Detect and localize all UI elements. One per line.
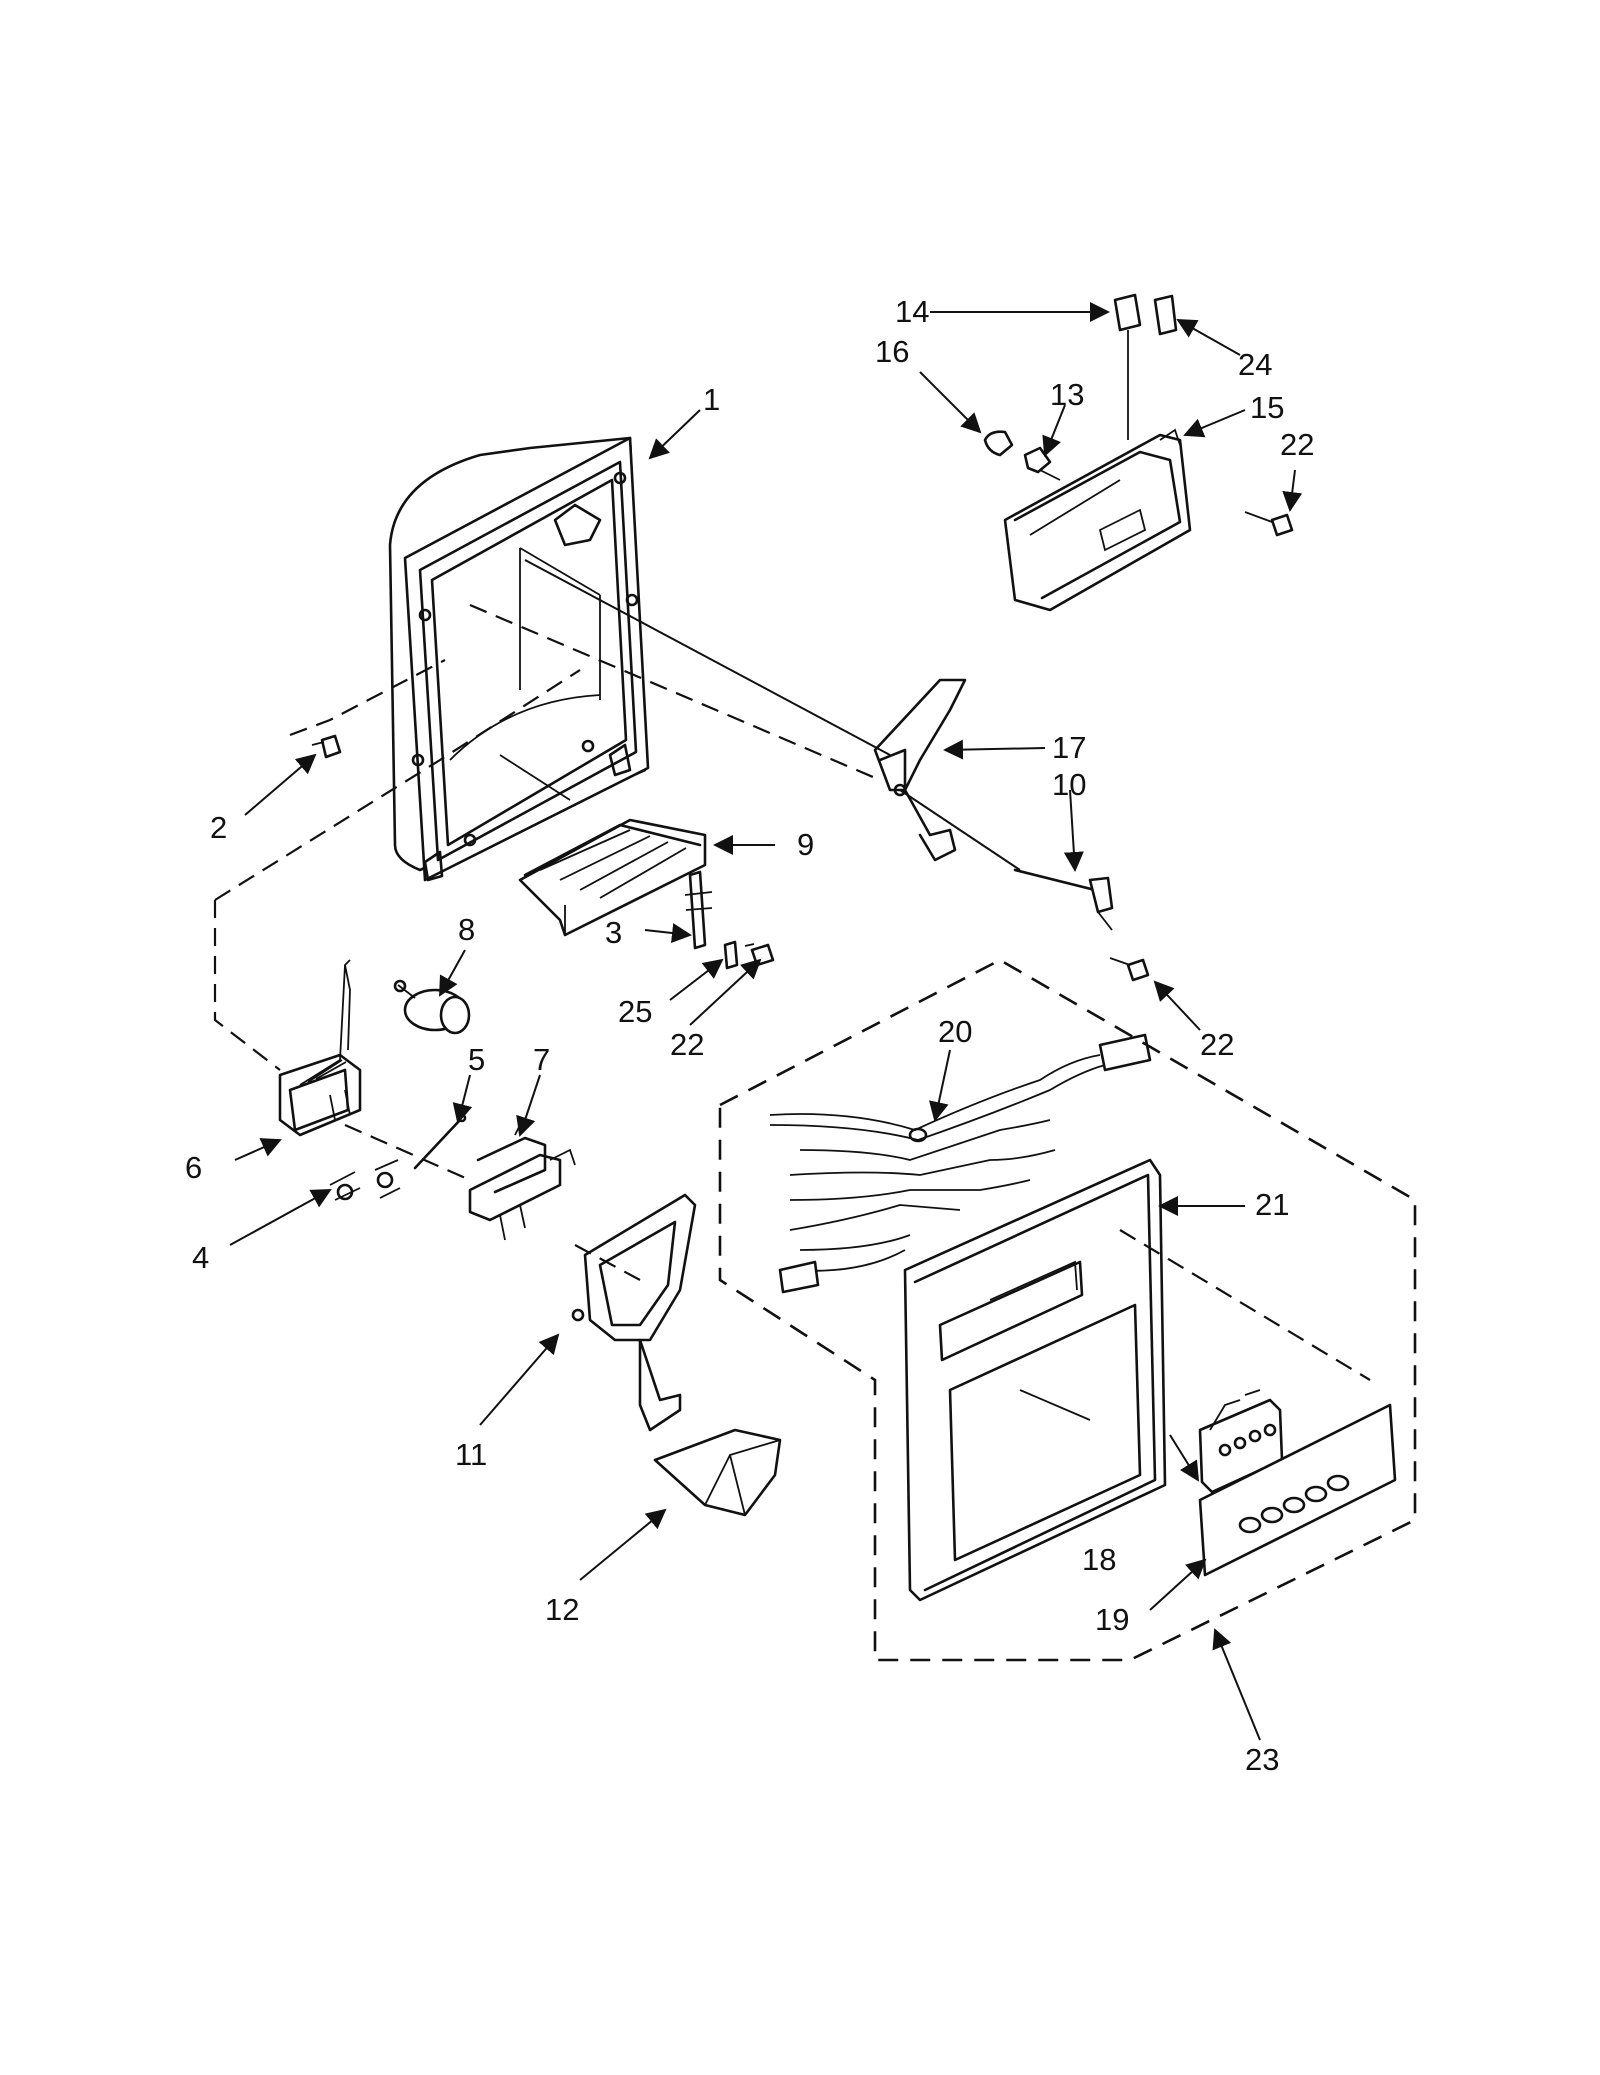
part-13-socket (1023, 446, 1061, 481)
callout-19: 19 (1095, 1602, 1129, 1637)
assembly-outline (718, 958, 1417, 1662)
callout-24: 24 (1238, 347, 1272, 382)
part-8-solenoid (393, 979, 471, 1035)
callout-17: 17 (1052, 730, 1086, 765)
callout-22-center: 22 (670, 1027, 704, 1062)
part-17-bracket (873, 678, 967, 862)
callout-18: 18 (1082, 1542, 1116, 1577)
callout-15: 15 (1250, 390, 1284, 425)
callout-10: 10 (1052, 767, 1086, 802)
leader-arrows (229, 302, 1303, 1741)
part-7-actuator (468, 1124, 576, 1241)
callout-5: 5 (468, 1042, 485, 1077)
part-12-chute (653, 1428, 782, 1517)
callout-13: 13 (1050, 377, 1084, 412)
callout-11: 11 (455, 1437, 487, 1472)
callout-25: 25 (618, 994, 652, 1029)
callout-21: 21 (1255, 1187, 1289, 1222)
callout-4: 4 (192, 1240, 209, 1275)
part-4-springs (329, 1159, 401, 1201)
part-2-screw (311, 734, 342, 759)
part-25-pad (723, 940, 739, 970)
callout-9: 9 (797, 827, 814, 862)
part-22-screw-upper (1244, 511, 1294, 537)
part-6-module (278, 959, 362, 1137)
callout-20: 20 (938, 1014, 972, 1049)
callout-16: 16 (875, 334, 909, 369)
callout-22-upper: 22 (1280, 427, 1314, 462)
callout-14: 14 (895, 294, 929, 329)
callout-23: 23 (1245, 1742, 1279, 1777)
callout-3: 3 (605, 915, 622, 950)
part-14-switch (1113, 293, 1142, 440)
part-1-housing (388, 436, 650, 882)
callout-22-right: 22 (1200, 1027, 1234, 1062)
alignment-lines (213, 559, 1371, 1381)
part-10-rod (1013, 868, 1114, 931)
callout-8: 8 (458, 912, 475, 947)
part-24-plate (1153, 294, 1178, 336)
part-22-screw-right-low (1109, 957, 1150, 982)
callout-2: 2 (210, 810, 227, 845)
callout-1: 1 (703, 382, 720, 417)
part-15-switch-housing (1003, 428, 1192, 612)
part-16-bulb (983, 430, 1014, 457)
part-9-tray (518, 818, 707, 937)
part-20-wire-harness (769, 1033, 1152, 1294)
callout-labels: 1 2 3 4 5 6 7 8 9 10 11 12 13 14 15 16 1… (185, 294, 1314, 1777)
part-21-front-panel (903, 1158, 1167, 1602)
part-11-lever (571, 1193, 697, 1432)
callout-12: 12 (545, 1592, 579, 1627)
part-3-clip (684, 870, 713, 950)
part-19-overlay (1198, 1403, 1397, 1577)
callout-7: 7 (533, 1042, 550, 1077)
callout-6: 6 (185, 1150, 202, 1185)
